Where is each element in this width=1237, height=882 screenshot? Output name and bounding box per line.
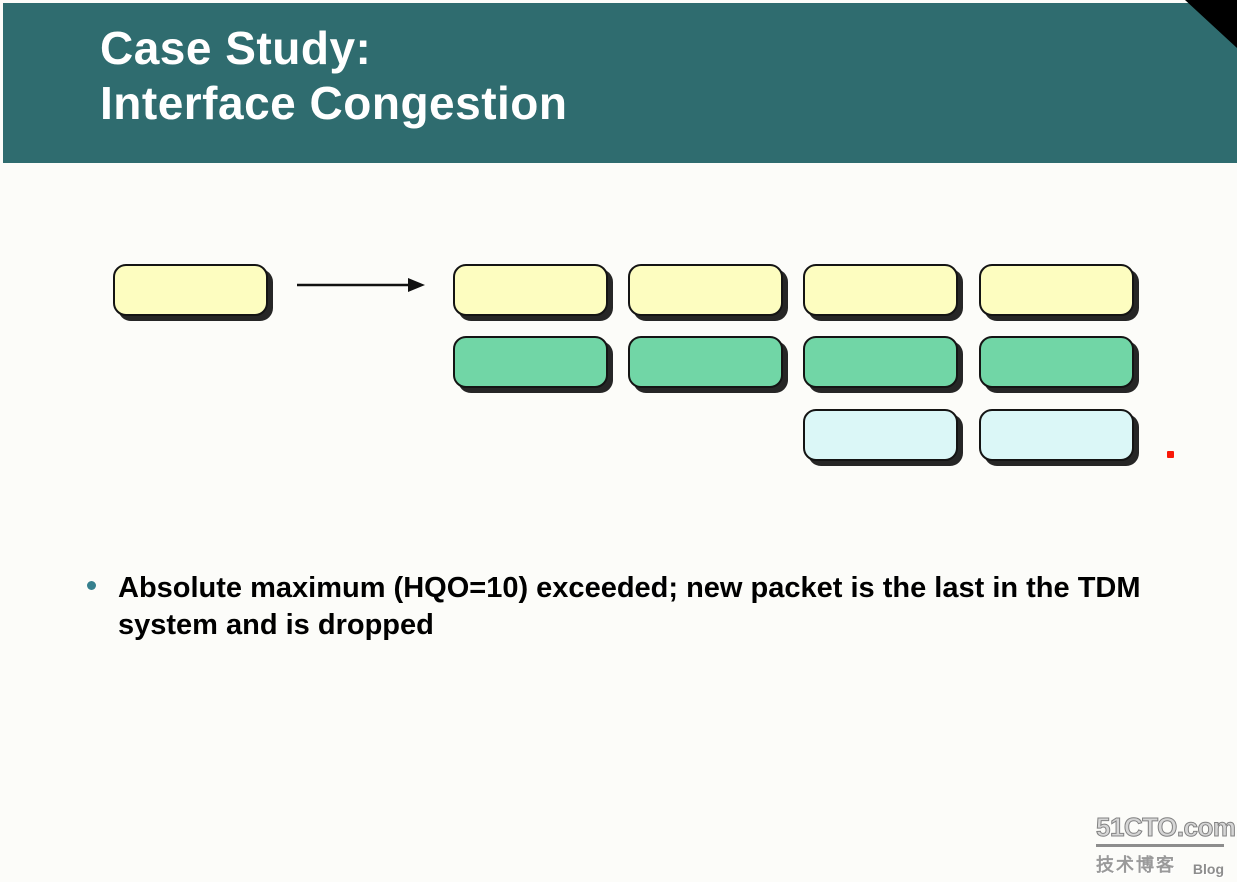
packet-box-yellow-row	[628, 264, 783, 316]
slide-header: Case Study: Interface Congestion	[3, 3, 1237, 163]
51cto-watermark: 51CTO.com 技术博客 Blog	[1096, 812, 1237, 878]
slide-title: Case Study: Interface Congestion	[100, 21, 568, 131]
packet-box-yellow-row	[803, 264, 958, 316]
packet-box-yellow-row	[453, 264, 608, 316]
right-arrow-icon	[297, 278, 425, 292]
watermark-taglines: 技术博客 Blog	[1096, 851, 1224, 877]
packet-box-blue-row	[979, 409, 1134, 461]
title-line-1: Case Study:	[100, 22, 372, 74]
packet-box-green-row	[803, 336, 958, 388]
packet-box-blue-row	[803, 409, 958, 461]
watermark-tagline-en: Blog	[1192, 861, 1224, 877]
bullet-dot-icon	[87, 581, 96, 590]
watermark-brand: 51CTO.com	[1096, 812, 1237, 847]
bullet-text: Absolute maximum (HQO=10) exceeded; new …	[118, 572, 1141, 641]
packet-box-yellow-row	[979, 264, 1134, 316]
red-marker	[1167, 451, 1174, 458]
packet-box-green-row	[628, 336, 783, 388]
packet-box-green-row	[453, 336, 608, 388]
incoming-packet-box	[113, 264, 268, 316]
title-line-2: Interface Congestion	[100, 77, 568, 129]
watermark-tagline-cn: 技术博客	[1096, 855, 1176, 875]
packet-box-green-row	[979, 336, 1134, 388]
